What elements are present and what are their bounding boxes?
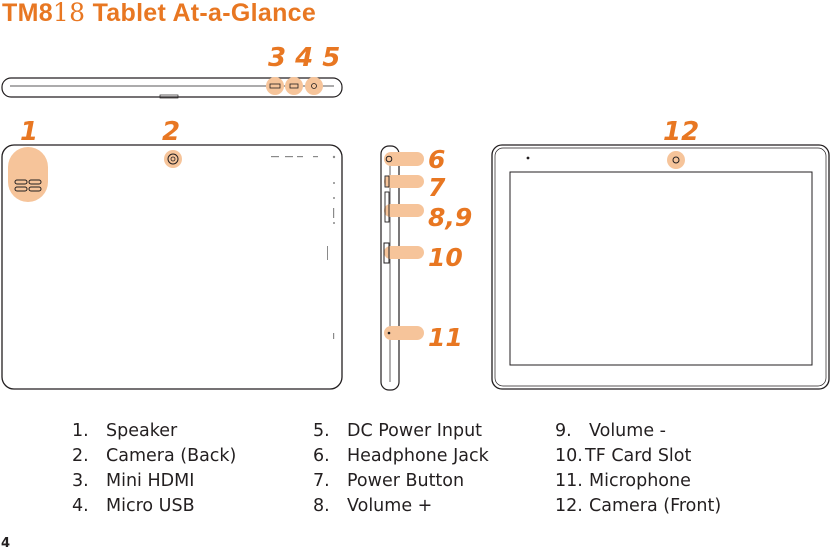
legend-item-label: Speaker — [106, 421, 178, 441]
callout-11: 11 — [428, 323, 463, 352]
legend-item-number: 3. — [72, 471, 89, 491]
legend-column-3: 9. Volume - 10.TF Card Slot 11. Microphone… — [555, 419, 721, 519]
legend-item: 5. DC Power Input — [313, 419, 489, 444]
front-camera-icon — [672, 156, 680, 164]
legend-item-number: 11. — [555, 471, 583, 491]
highlight-dc-input — [305, 77, 323, 95]
callout-labels: 3 4 5 1 2 6 7 8,9 10 11 12 — [20, 43, 699, 352]
legend-item-number: 9. — [555, 421, 572, 441]
callout-3-4-5: 3 4 5 — [268, 43, 340, 73]
legend-column-2: 5. DC Power Input 6. Headphone Jack 7. Powe… — [313, 419, 489, 519]
speaker-grille — [14, 179, 42, 192]
highlight-mini-hdmi — [266, 77, 284, 95]
title-model-bold: TM8 — [2, 0, 53, 27]
callout-6: 6 — [428, 145, 445, 174]
page-number: 4 — [1, 536, 11, 551]
highlight-power — [384, 175, 424, 188]
legend-item: 1. Speaker — [72, 419, 236, 444]
callout-1: 1 — [20, 117, 38, 147]
legend-item: 3. Mini HDMI — [72, 469, 236, 494]
callout-7: 7 — [428, 173, 446, 202]
tablet-top-view — [1, 77, 343, 99]
tablet-front-view — [491, 144, 830, 390]
legend-item-number: 2. — [72, 446, 89, 466]
legend-item-label: Microphone — [589, 471, 691, 491]
legend-item-number: 10. — [555, 446, 583, 466]
legend-item: 6. Headphone Jack — [313, 444, 489, 469]
highlight-microphone — [384, 326, 424, 340]
legend-item: 11. Microphone — [555, 469, 721, 494]
highlight-micro-usb — [285, 77, 303, 95]
volume-rocker — [384, 191, 390, 223]
top-edge-notch — [159, 94, 179, 99]
legend-item-label: DC Power Input — [347, 421, 483, 441]
page-title: TM818 Tablet At-a-Glance — [2, 0, 316, 28]
highlight-headphone — [384, 152, 424, 166]
microphone-hole — [387, 331, 391, 335]
callout-10: 10 — [428, 243, 463, 272]
legend-column-1: 1. Speaker 2. Camera (Back) 3. Mini HDMI 4.… — [72, 419, 236, 519]
legend-item: 7. Power Button — [313, 469, 489, 494]
tablet-side-view — [380, 145, 424, 391]
legend-item: 8. Volume + — [313, 494, 489, 519]
legend-item: 4. Micro USB — [72, 494, 236, 519]
back-camera-icon — [167, 153, 179, 165]
legend-item-number: 12. — [555, 496, 583, 516]
legend-item: 10.TF Card Slot — [555, 444, 721, 469]
legend-item-label: Mini HDMI — [106, 471, 195, 491]
light-sensor — [526, 156, 530, 160]
legend-item-number: 7. — [313, 471, 330, 491]
dc-input-port — [311, 83, 317, 89]
front-bezel — [494, 147, 827, 387]
tf-card-slot — [383, 242, 390, 264]
legend-item-label: TF Card Slot — [585, 446, 692, 466]
legend-item-label: Camera (Front) — [589, 496, 722, 516]
legend-item-number: 4. — [72, 496, 89, 516]
front-outline — [491, 144, 830, 390]
legend-item-label: Power Button — [347, 471, 465, 491]
highlight-speaker — [8, 147, 48, 202]
legend-item-number: 6. — [313, 446, 330, 466]
legend-item: 9. Volume - — [555, 419, 721, 444]
highlight-volume — [384, 204, 424, 217]
title-model-serif: 18 — [52, 0, 86, 27]
title-rest: Tablet At-a-Glance — [85, 0, 317, 27]
headphone-jack — [385, 155, 393, 163]
callout-12: 12 — [663, 117, 699, 147]
legend-item-label: Headphone Jack — [347, 446, 489, 466]
legend-item-number: 5. — [313, 421, 330, 441]
legend-item-number: 1. — [72, 421, 89, 441]
highlight-front-camera — [667, 151, 685, 169]
side-outline — [380, 145, 400, 391]
power-button — [384, 175, 390, 188]
highlight-tf-slot — [384, 246, 424, 259]
tablet-back-view — [1, 144, 343, 390]
legend-item-number: 8. — [313, 496, 330, 516]
highlight-back-camera — [164, 150, 182, 168]
back-small-markings — [271, 155, 336, 339]
legend-item-label: Camera (Back) — [106, 446, 237, 466]
micro-usb-port — [289, 83, 299, 89]
callout-8-9: 8,9 — [428, 203, 472, 232]
back-outline — [1, 144, 343, 390]
top-edge-outline — [1, 77, 343, 98]
mini-hdmi-port — [269, 83, 281, 89]
legend-item: 12. Camera (Front) — [555, 494, 721, 519]
front-screen — [509, 171, 813, 366]
legend-item-label: Volume + — [347, 496, 433, 516]
legend-item: 2. Camera (Back) — [72, 444, 236, 469]
callout-2: 2 — [162, 117, 180, 147]
legend-item-label: Micro USB — [106, 496, 195, 516]
legend-item-label: Volume - — [589, 421, 666, 441]
